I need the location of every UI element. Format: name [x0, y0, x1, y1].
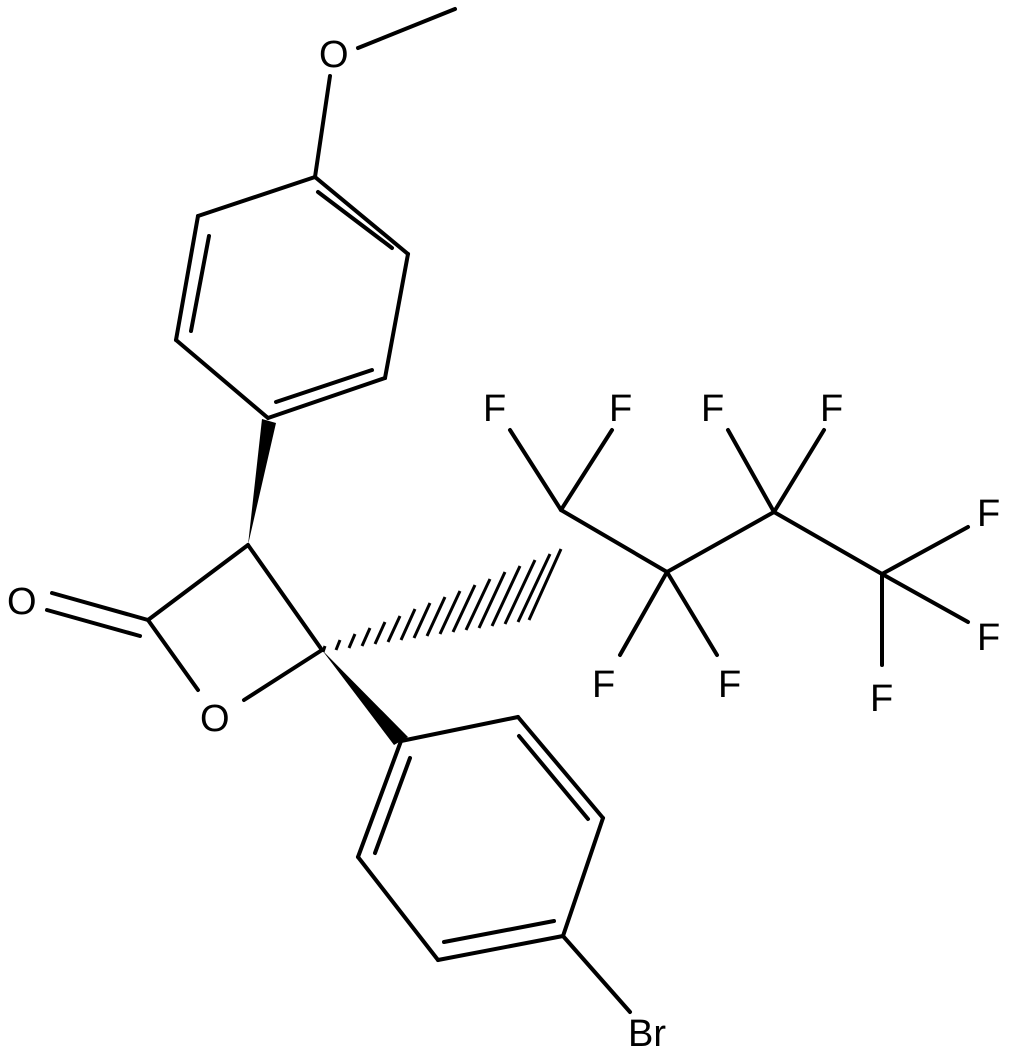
bond-ring2-e: [356, 855, 440, 962]
bond-cf3-f8: [880, 572, 970, 624]
bond-ring2-f-inner: [373, 756, 412, 855]
bond-cf2c-cf3: [772, 510, 884, 576]
bond-carbonyl-2: [45, 608, 142, 638]
bond-cf2b-f3: [618, 570, 669, 657]
atom-label-fluorine-8: F: [718, 664, 741, 706]
atom-label-fluorine-3: F: [701, 388, 724, 430]
bond-cf2c-f5: [726, 428, 776, 514]
bond-c2-o-ring: [146, 618, 200, 692]
bond-ring2-c: [561, 816, 605, 938]
atom-label-fluorine-9: F: [870, 678, 893, 720]
bond-aryl-br: [561, 934, 632, 1014]
bond-ring1-c: [174, 338, 270, 420]
bond-cf2c-f6: [772, 428, 826, 514]
atom-label-fluorine-1: F: [483, 388, 506, 430]
bond-cf2a-f1: [508, 428, 563, 512]
bond-ring2-a: [399, 715, 520, 743]
bond-o-aryl-top: [313, 74, 332, 179]
bond-ring1-f-inner: [316, 190, 394, 250]
bond-cf2a-f2: [559, 428, 614, 512]
bond-c3-c2: [146, 543, 250, 622]
bond-ring2-b-inner: [517, 734, 590, 821]
bond-cf3-f7: [880, 525, 970, 576]
atom-label-methoxy-oxygen: O: [319, 34, 349, 76]
atom-label-fluorine-4: F: [820, 388, 843, 430]
atom-label-fluorine-5: F: [977, 493, 1000, 535]
bond-methyl-o: [356, 7, 457, 50]
bond-cf2b-cf2c: [665, 510, 776, 574]
bond-ring1-d-inner: [274, 368, 374, 404]
bond-ring1-d: [266, 376, 387, 420]
bond-ring2-d: [436, 934, 565, 962]
bond-o-ring-c4: [242, 648, 324, 702]
atom-label-ring-oxygen: O: [200, 698, 230, 740]
bond-ring1-a: [196, 175, 317, 218]
wedge-bond-c3-aryl: [248, 419, 276, 545]
bond-ring1-b: [174, 214, 200, 342]
bond-cf2b-f4: [665, 570, 719, 657]
hashed-wedge-bond-c4-cf2: [321, 548, 563, 653]
atom-label-fluorine-2: F: [609, 388, 632, 430]
atom-label-fluorine-7: F: [592, 664, 615, 706]
bond-cf2a-cf2b: [559, 508, 669, 574]
bond-carbonyl-1: [50, 591, 150, 622]
bond-ring2-d-inner: [442, 919, 556, 944]
bond-c4-c3: [246, 543, 324, 652]
bond-ring2-b: [516, 715, 605, 820]
bond-ring2-f: [356, 739, 403, 859]
bond-ring1-b-inner: [189, 234, 211, 333]
wedge-bond-c4-aryl: [322, 650, 408, 745]
bond-ring1-e: [383, 252, 410, 380]
bond-ring1-f: [313, 175, 410, 256]
atom-label-bromine: Br: [628, 1013, 666, 1055]
atom-label-carbonyl-oxygen: O: [7, 581, 37, 623]
atom-label-fluorine-6: F: [977, 617, 1000, 659]
